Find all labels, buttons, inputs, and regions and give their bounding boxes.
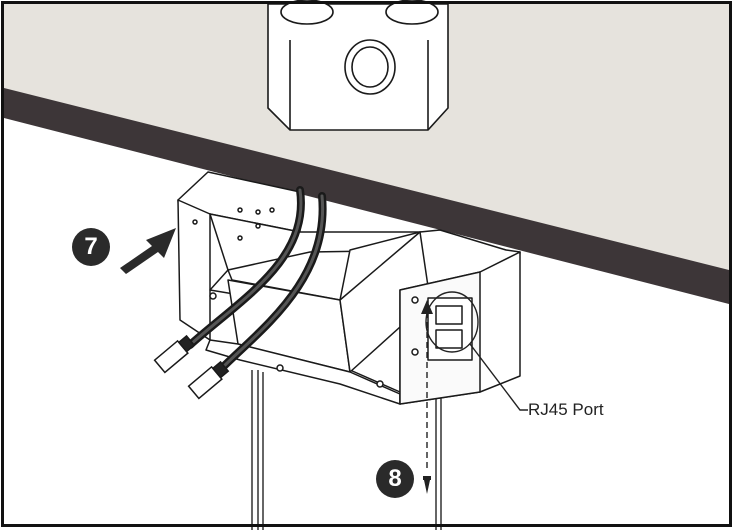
step-7-badge: 7 bbox=[72, 228, 110, 266]
screw-icon bbox=[421, 300, 433, 494]
mounting-bracket bbox=[177, 171, 521, 405]
rj45-port-label: RJ45 Port bbox=[528, 400, 604, 419]
ceiling-panel bbox=[4, 4, 729, 304]
rj45-connectors bbox=[153, 334, 230, 400]
rj45-callout bbox=[425, 291, 528, 411]
step-8-badge: 8 bbox=[376, 460, 414, 498]
junction-box bbox=[267, 0, 449, 131]
network-cables bbox=[186, 186, 327, 372]
push-arrow-icon bbox=[120, 228, 176, 274]
